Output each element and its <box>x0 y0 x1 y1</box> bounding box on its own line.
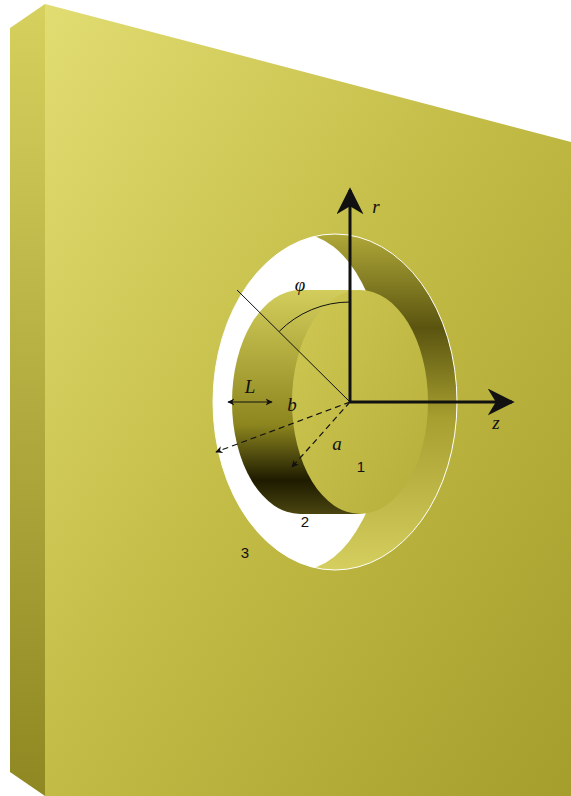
plate-side <box>10 4 45 796</box>
radius-a <box>292 402 350 467</box>
region-number: 3 <box>241 545 249 560</box>
plate-face <box>45 4 571 796</box>
axis-label: z <box>492 413 499 432</box>
radius-b <box>216 402 350 452</box>
region-number: 1 <box>357 459 365 474</box>
hole-wall <box>200 220 470 580</box>
axis-label: r <box>372 197 379 216</box>
length-dimension <box>228 401 272 402</box>
angle-label: φ <box>295 275 306 294</box>
dimension-label: a <box>332 434 342 453</box>
z-axis <box>350 401 512 404</box>
region-number: 2 <box>301 514 309 529</box>
r-axis <box>349 190 352 402</box>
dimension-label: L <box>245 377 256 396</box>
dimension-label: b <box>287 395 297 414</box>
reference-line <box>237 290 350 402</box>
hole <box>200 220 470 580</box>
angle-arc <box>279 302 350 331</box>
